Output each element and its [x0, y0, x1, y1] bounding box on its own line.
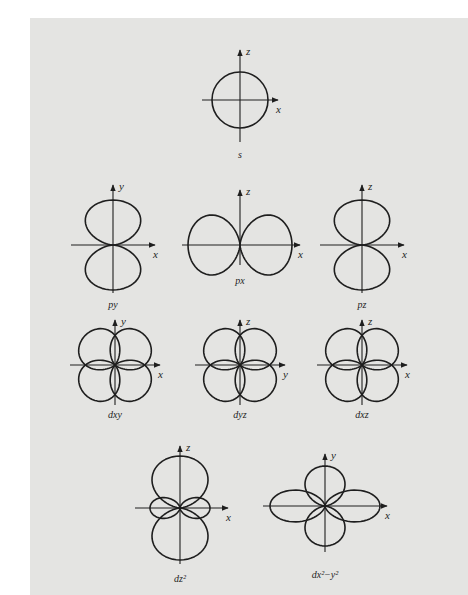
axis-label: z: [186, 442, 190, 453]
axis-label: x: [402, 249, 407, 260]
orbital-lobe: [235, 329, 276, 370]
axis-line: [317, 364, 407, 365]
axis-line: [179, 446, 180, 564]
axis-line: [361, 320, 362, 405]
axis-label: x: [158, 369, 163, 380]
axis-label: y: [331, 450, 336, 461]
axis-line: [320, 244, 404, 245]
axis-line: [114, 320, 115, 405]
axis-line: [182, 244, 300, 245]
axis-label: x: [385, 510, 390, 521]
orbital-plot: [202, 50, 278, 142]
orbital-name: dz²: [174, 574, 186, 584]
axis-line: [361, 185, 362, 293]
axis-label: z: [368, 181, 372, 192]
axis-line: [239, 190, 240, 265]
orbital-lobe: [110, 329, 151, 370]
axis-label: x: [153, 249, 158, 260]
axis-line: [239, 50, 240, 142]
orbital-name: s: [238, 150, 242, 160]
orbital-name: dxy: [108, 410, 122, 420]
orbital-name: px: [235, 276, 244, 286]
axis-label: y: [121, 316, 126, 327]
axis-label: z: [368, 316, 372, 327]
axis-label: z: [246, 46, 250, 57]
orbital-plot: [71, 185, 155, 293]
orbital-name: dxz: [355, 410, 368, 420]
axis-line: [263, 505, 387, 506]
axis-line: [195, 364, 285, 365]
axis-line: [239, 320, 240, 405]
orbital-name: pz: [358, 300, 367, 310]
orbital-plot: [182, 190, 300, 275]
axis-line: [324, 454, 325, 552]
axis-label: z: [246, 316, 250, 327]
paper-ground: [30, 18, 468, 595]
axis-line: [112, 185, 113, 293]
axis-line: [71, 244, 155, 245]
orbital-plot: [320, 185, 404, 293]
axis-label: z: [246, 186, 250, 197]
axis-line: [202, 99, 278, 100]
axis-line: [135, 507, 228, 508]
axis-label: x: [226, 512, 231, 523]
axis-line: [70, 364, 160, 365]
orbital-plot: [70, 320, 160, 405]
orbital-name: dx²−y²: [312, 570, 339, 580]
orbital-plot: [195, 320, 285, 405]
axis-label: y: [283, 369, 288, 380]
orbital-name: py: [108, 300, 117, 310]
axis-label: x: [298, 249, 303, 260]
orbital-plot: [263, 454, 387, 552]
orbital-plot: [135, 446, 228, 564]
axis-label: x: [276, 104, 281, 115]
axis-label: x: [405, 369, 410, 380]
orbital-plot: [317, 320, 407, 405]
orbital-lobe: [357, 329, 398, 370]
orbital-name: dyz: [233, 410, 246, 420]
axis-label: y: [119, 181, 124, 192]
